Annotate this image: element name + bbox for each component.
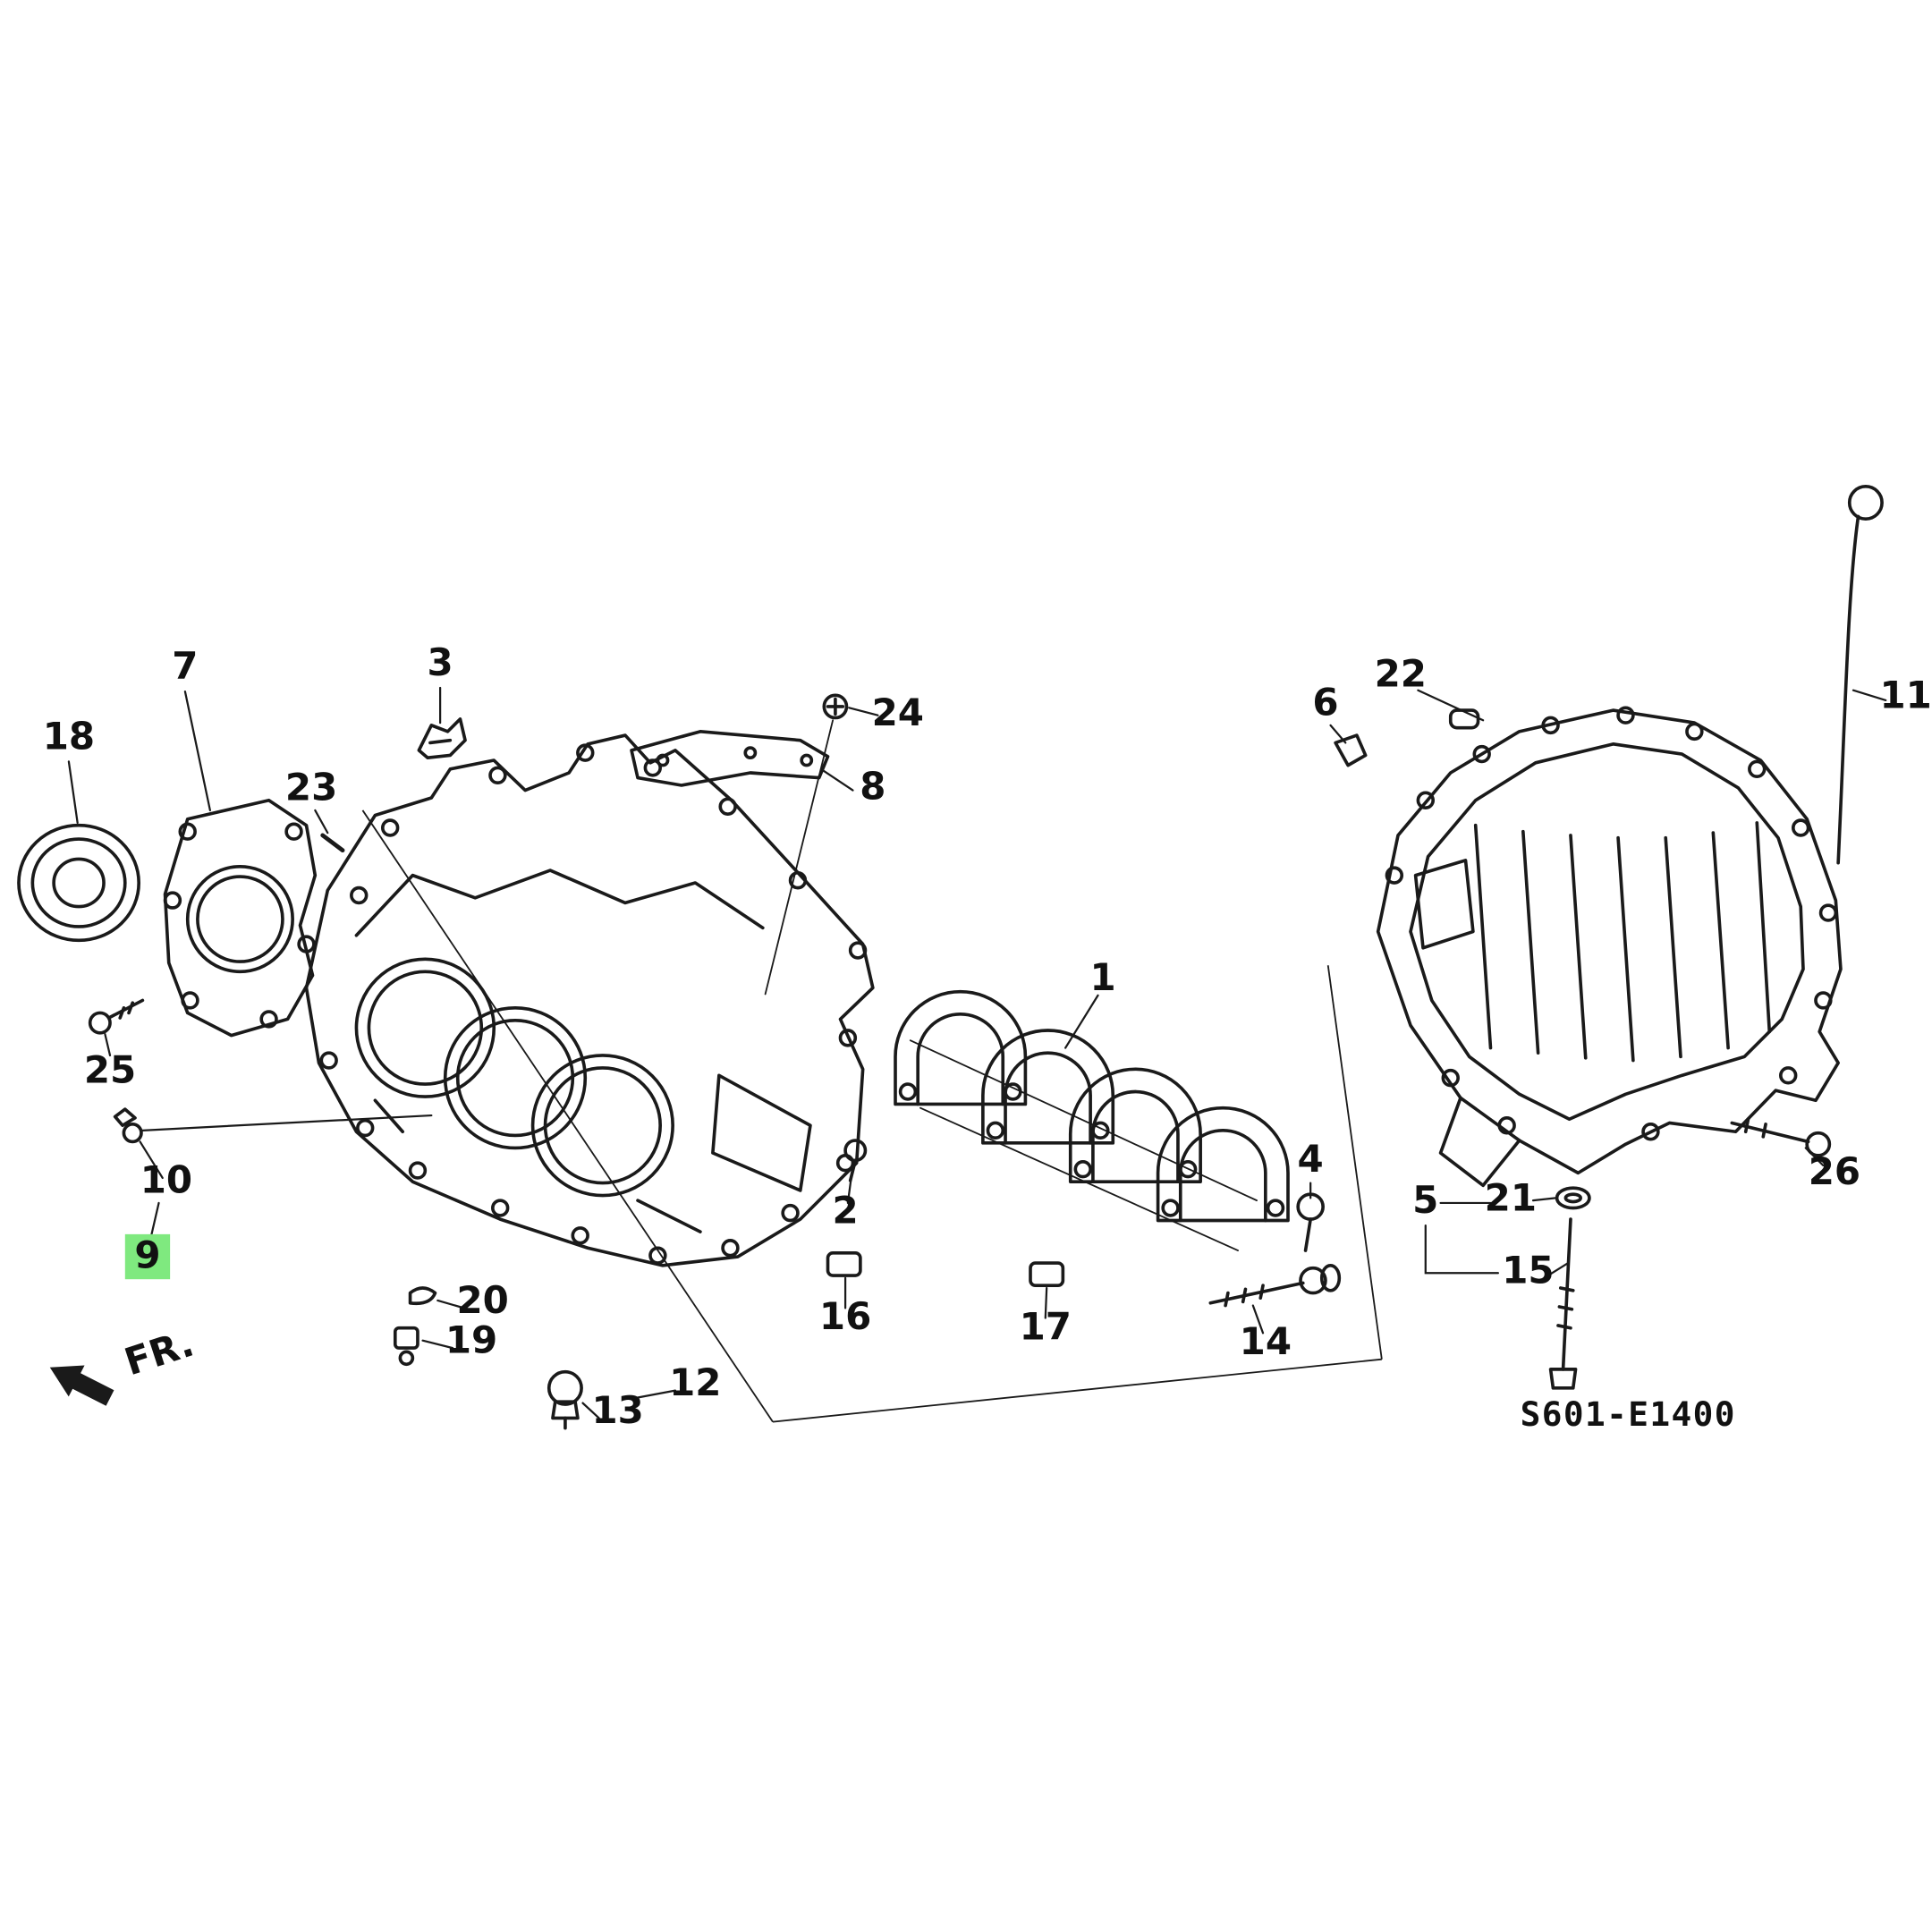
leader-9 xyxy=(150,1201,160,1237)
callout-21: 21 xyxy=(1485,1175,1537,1219)
leader-20 xyxy=(436,1299,465,1309)
callout-13: 13 xyxy=(591,1388,643,1432)
leader-25 xyxy=(104,1033,112,1057)
leader-21 xyxy=(1531,1197,1557,1202)
callout-8: 8 xyxy=(860,764,886,808)
diagram-code: S601-E1400 xyxy=(1521,1394,1736,1434)
callout-12: 12 xyxy=(669,1360,721,1404)
callout-7: 7 xyxy=(172,644,198,688)
callout-4: 4 xyxy=(1298,1137,1324,1181)
callout-highlight-9 xyxy=(124,1233,171,1280)
leader-14 xyxy=(1251,1304,1265,1335)
main-bolt-14 xyxy=(1208,1264,1342,1308)
leader-18 xyxy=(67,760,79,825)
pan-bolt-26 xyxy=(1730,1117,1832,1157)
callout-2: 2 xyxy=(832,1188,858,1232)
callout-14: 14 xyxy=(1240,1319,1292,1363)
leader-19 xyxy=(421,1339,454,1350)
flange-bolt-25 xyxy=(88,998,145,1035)
dowel-bushing-17 xyxy=(1029,1261,1065,1288)
callout-3: 3 xyxy=(428,640,453,684)
lower-block-oil-pan xyxy=(1376,706,1843,1188)
dowel-bushing-16 xyxy=(826,1251,862,1277)
leader-5-15 xyxy=(1424,1224,1499,1275)
leader-10 xyxy=(139,1140,164,1180)
leader-7 xyxy=(183,691,211,812)
leader-8 xyxy=(821,769,854,792)
knock-sensor-19 xyxy=(393,1326,419,1367)
callout-6: 6 xyxy=(1312,681,1338,724)
sealing-cap-22 xyxy=(1448,708,1480,730)
callout-15: 15 xyxy=(1502,1248,1554,1292)
leader-lines xyxy=(67,686,1887,1419)
leader-26 xyxy=(1804,1147,1825,1167)
callout-26: 26 xyxy=(1809,1149,1860,1193)
leader-15 xyxy=(1546,1261,1570,1277)
leader-24 xyxy=(848,707,879,716)
hanger-bracket xyxy=(417,717,467,760)
leader-6 xyxy=(1329,724,1347,744)
leader-1 xyxy=(1064,994,1099,1049)
baffle-bolt-24 xyxy=(764,693,849,996)
callout-18: 18 xyxy=(43,714,95,758)
fr-arrow-icon xyxy=(49,1365,114,1406)
callout-25: 25 xyxy=(84,1048,136,1092)
callout-22: 22 xyxy=(1375,652,1427,696)
oil-joint-sensor xyxy=(113,1107,143,1144)
callout-17: 17 xyxy=(1020,1304,1072,1348)
cylinder-block xyxy=(304,733,875,1267)
leader-22 xyxy=(1417,689,1485,722)
cap-bolt-4 xyxy=(1296,1192,1325,1252)
callout-19: 19 xyxy=(445,1318,497,1362)
callout-24: 24 xyxy=(872,691,924,734)
leader-2 xyxy=(846,1164,854,1205)
bearing-cap-assembly xyxy=(894,989,1290,1251)
callout-11: 11 xyxy=(1879,673,1931,716)
callout-23: 23 xyxy=(285,766,337,809)
leader-12 xyxy=(634,1389,677,1400)
rubber-plug-6 xyxy=(1334,733,1368,767)
oil-dipstick xyxy=(1836,485,1884,865)
dowel-pin xyxy=(320,833,345,853)
group-boundary-lines xyxy=(361,809,1383,1423)
oil-seal-plate xyxy=(163,798,318,1038)
callout-10: 10 xyxy=(140,1158,192,1202)
callout-16: 16 xyxy=(819,1294,871,1338)
callout-5: 5 xyxy=(1412,1178,1438,1222)
leader-13 xyxy=(581,1402,600,1419)
callout-1: 1 xyxy=(1089,955,1115,999)
oil-pressure-switch-13 xyxy=(547,1369,583,1430)
leader-23 xyxy=(314,809,329,835)
clip-20 xyxy=(408,1286,437,1306)
fr-direction-arrow: FR. xyxy=(49,1321,199,1406)
sealing-washer-21 xyxy=(1555,1186,1591,1210)
crankshaft-oil-seal xyxy=(17,823,141,943)
drain-bolt-15 xyxy=(1548,1217,1578,1390)
leader-11 xyxy=(1852,689,1887,702)
fr-label: FR. xyxy=(119,1321,199,1385)
leader-10-to-block xyxy=(141,1114,433,1131)
callout-20: 20 xyxy=(456,1278,508,1322)
drain-bolt-2 xyxy=(843,1139,868,1182)
callout-9: 9 xyxy=(134,1233,160,1277)
